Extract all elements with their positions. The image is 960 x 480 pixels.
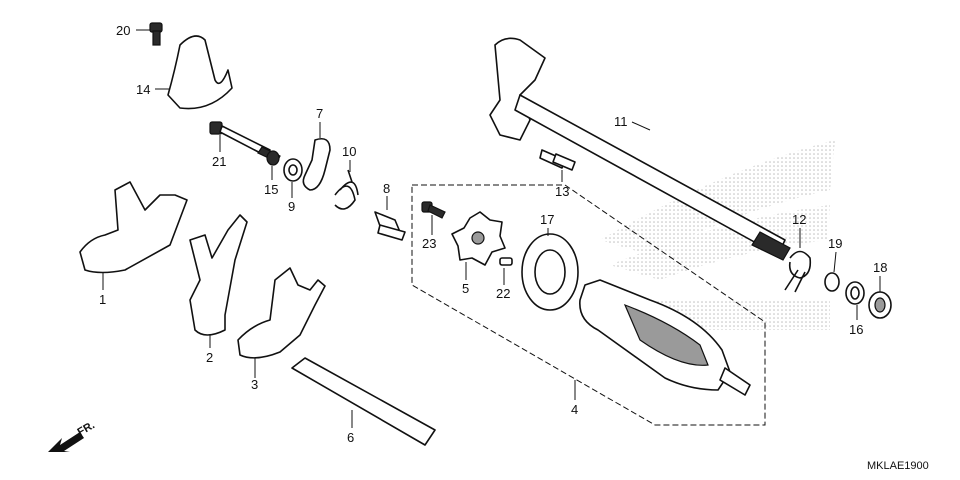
part-1-shift-fork <box>79 181 188 274</box>
part-5-shift-drum-center <box>451 211 506 266</box>
part-17-bearing <box>521 233 579 311</box>
part-15-washer <box>266 150 280 166</box>
part-6-fork-shaft <box>291 357 436 446</box>
callout-6: 6 <box>347 430 354 445</box>
callout-2: 2 <box>206 350 213 365</box>
part-23-bolt <box>421 201 446 219</box>
callout-16: 16 <box>849 322 863 337</box>
callout-20: 20 <box>116 23 130 38</box>
part-18-oil-seal <box>868 291 892 319</box>
callout-5: 5 <box>462 281 469 296</box>
part-13-pin <box>539 149 576 171</box>
callout-10: 10 <box>342 144 356 159</box>
callout-18: 18 <box>873 260 887 275</box>
callout-14: 14 <box>136 82 150 97</box>
callout-7: 7 <box>316 106 323 121</box>
part-7-plate <box>302 137 331 191</box>
callout-9: 9 <box>288 199 295 214</box>
callout-17: 17 <box>540 212 554 227</box>
part-19-circlip <box>824 272 840 292</box>
part-11-shift-spindle <box>489 37 791 261</box>
callout-21: 21 <box>212 154 226 169</box>
part-4-shift-drum <box>579 279 751 396</box>
callout-4: 4 <box>571 402 578 417</box>
part-8-pin <box>374 211 406 241</box>
callout-1: 1 <box>99 292 106 307</box>
diagram-code: MKLAE1900 <box>867 460 929 472</box>
part-14-bracket <box>167 35 233 110</box>
part-22-dowel-pin <box>499 257 513 266</box>
callout-8: 8 <box>383 181 390 196</box>
part-16-washer <box>845 281 865 305</box>
callout-23: 23 <box>422 236 436 251</box>
part-20-bolt <box>149 22 163 46</box>
leader-lines <box>102 29 881 428</box>
direction-label: FR. <box>76 419 97 438</box>
callout-19: 19 <box>828 236 842 251</box>
part-3-shift-fork <box>237 267 326 359</box>
part-10-spring <box>334 169 359 210</box>
part-9-washer <box>283 158 303 182</box>
callout-12: 12 <box>792 212 806 227</box>
callout-3: 3 <box>251 377 258 392</box>
direction-arrow-icon: FR. <box>48 419 97 452</box>
part-12-return-spring <box>784 250 812 293</box>
assembly-outline-4 <box>411 184 766 426</box>
part-2-shift-fork <box>189 214 248 336</box>
callout-13: 13 <box>555 184 569 199</box>
callout-22: 22 <box>496 286 510 301</box>
callout-11: 11 <box>614 114 628 129</box>
callout-15: 15 <box>264 182 278 197</box>
